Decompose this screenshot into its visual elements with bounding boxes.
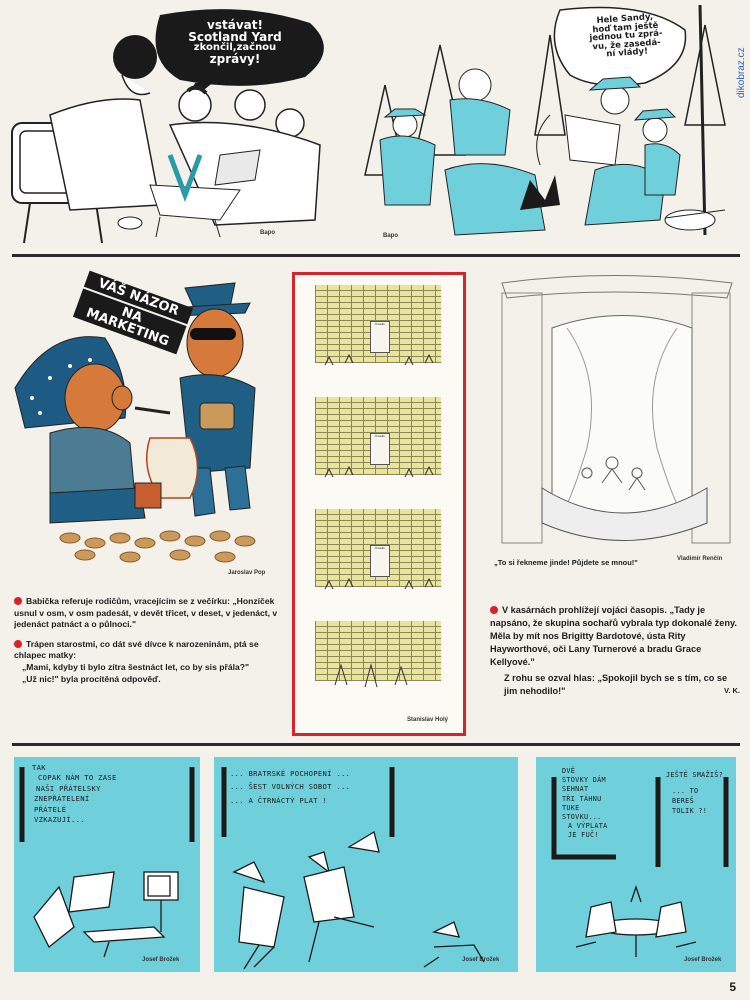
- theatre-cartoon: „To si řekneme jinde! Půjdete se mnou!" …: [492, 268, 737, 578]
- joke-3-punchline: Z rohu se ozval hlas: „Spokojil bych se …: [504, 673, 728, 697]
- divider-top: [12, 254, 740, 257]
- red-bullet-icon: [14, 597, 22, 605]
- signature: Josef Brožek: [462, 957, 500, 963]
- joke-3: V kasárnách prohlížejí vojáci časopis. „…: [490, 605, 737, 667]
- joke-right: V kasárnách prohlížejí vojáci časopis. „…: [490, 604, 740, 698]
- cafe-table-illustration: [551, 777, 729, 957]
- comic-panel-2: ... BRATRSKÉ POCHOPENÍ ... ... ŠEST VOLN…: [214, 757, 518, 972]
- top-left-cartoon: vstávat! Scotland Yard zkončil,začnou zp…: [10, 5, 340, 245]
- site-watermark: dikobraz.cz: [736, 47, 747, 98]
- door: Divadlo: [370, 545, 390, 577]
- strip-panel-3: [315, 509, 441, 587]
- panel-2-text: ... BRATRSKÉ POCHOPENÍ ... ... ŠEST VOLN…: [230, 769, 351, 805]
- top-right-cartoon: Hele Sandy, hoď tam ještě jednou tu zprá…: [345, 4, 730, 245]
- marketing-cartoon: VÁŠ NÁZOR NA MARKETING Jaroslav Pop: [10, 268, 280, 578]
- signature: Bapo: [383, 233, 398, 239]
- panel-1-text: TAK COPAK NÁM TO ZASE NAŠI PŘÁTELSKY ZNE…: [32, 763, 117, 825]
- comic-panel-3: DVĚ STOVKY DÁM SEHNAT TŘI TÁHNU TUKE STO…: [536, 757, 736, 972]
- wall-strip-frame: Divadlo Divadlo Divadlo Stanislav Holý: [292, 272, 466, 736]
- door: Divadlo: [370, 321, 390, 353]
- signature: Josef Brožek: [684, 957, 722, 963]
- strip-panel-4: [315, 621, 441, 681]
- red-bullet-icon: [14, 639, 22, 648]
- signature: Vladimír Renčín: [677, 556, 723, 562]
- panel-3-text-right: JEŠTĚ SMAŽIŠ? ... TO BEREŠ TOLIK ?!: [666, 771, 724, 815]
- audience-figures: [324, 353, 434, 688]
- signature: Bapo: [260, 230, 275, 236]
- speech-bubble-text: vstávat! Scotland Yard zkončil,začnou zp…: [188, 18, 282, 66]
- joke-2: Trápen starostmi, co dát své dívce k nar…: [14, 638, 259, 661]
- theatre-box-illustration: [492, 268, 737, 553]
- divider-bottom: [12, 743, 740, 746]
- page-number: 5: [729, 980, 736, 994]
- office-tv-illustration: [19, 767, 195, 958]
- red-bullet-icon: [490, 606, 498, 614]
- door: Divadlo: [370, 433, 390, 465]
- joke-author: V. K.: [724, 685, 740, 695]
- joke-2-dialogue-1: „Mami, kdyby ti bylo zítra šestnáct let,…: [22, 661, 250, 672]
- signature: Jaroslav Pop: [228, 570, 266, 576]
- joke-2-dialogue-2: „Už nic!" byla procítěná odpověď.: [22, 673, 161, 684]
- tv-family-illustration: [11, 9, 324, 244]
- campfire-illustration: [364, 4, 726, 236]
- running-men-illustration: [221, 767, 485, 970]
- jokes-left: Babička referuje rodičům, vracejícím se …: [14, 596, 280, 685]
- signature: Josef Brožek: [142, 957, 180, 963]
- speech-bubble-text: Hele Sandy, hoď tam ještě jednou tu zprá…: [589, 12, 663, 60]
- panel-3-text-left: DVĚ STOVKY DÁM SEHNAT TŘI TÁHNU TUKE STO…: [562, 767, 608, 840]
- comic-panel-1: TAK COPAK NÁM TO ZASE NAŠI PŘÁTELSKY ZNE…: [14, 757, 200, 972]
- joke-1: Babička referuje rodičům, vracejícím se …: [14, 596, 278, 630]
- cartoon-caption: „To si řekneme jinde! Půjdete se mnou!": [494, 558, 638, 567]
- signature: Stanislav Holý: [407, 717, 449, 723]
